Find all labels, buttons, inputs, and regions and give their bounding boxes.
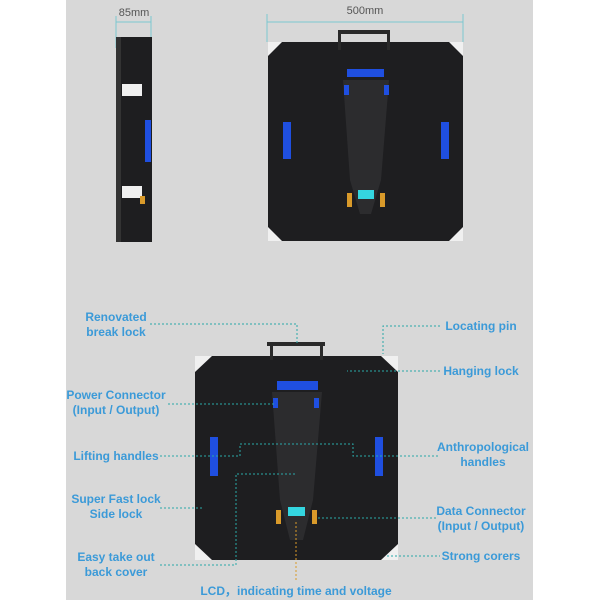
label-strong-corers: Strong corers — [441, 549, 521, 563]
width-dimension: 500mm — [346, 5, 384, 17]
label-hanging-lock: Hanging lock — [443, 364, 519, 378]
label-line: back cover — [84, 565, 148, 579]
dimension-lines — [115, 14, 464, 48]
label-line: Easy take out — [77, 550, 155, 564]
label-line: (Input / Output) — [437, 519, 525, 533]
label-locating-pin: Locating pin — [445, 319, 517, 333]
depth-dimension: 85mm — [118, 7, 150, 19]
side-view-cabinet — [116, 37, 152, 242]
top-cabinet — [268, 30, 463, 241]
label-line: break lock — [86, 325, 146, 339]
label-lcd: LCD，indicating time and voltage — [200, 584, 392, 598]
label-line: handles — [460, 455, 506, 469]
label-line: Anthropological — [437, 440, 529, 454]
label-line: Super Fast lock — [71, 492, 161, 506]
label-line: Renovated — [85, 310, 147, 324]
label-line: Side lock — [89, 507, 143, 521]
label-power-connector: Power Connector(Input / Output) — [66, 388, 165, 418]
label-lifting-handles: Lifting handles — [73, 449, 159, 463]
label-line: Data Connector — [436, 504, 526, 518]
label-data-connector: Data Connector(Input / Output) — [436, 504, 525, 534]
label-line: (Input / Output) — [72, 403, 160, 417]
leader-lines — [150, 323, 440, 566]
label-line: Power Connector — [66, 388, 166, 402]
